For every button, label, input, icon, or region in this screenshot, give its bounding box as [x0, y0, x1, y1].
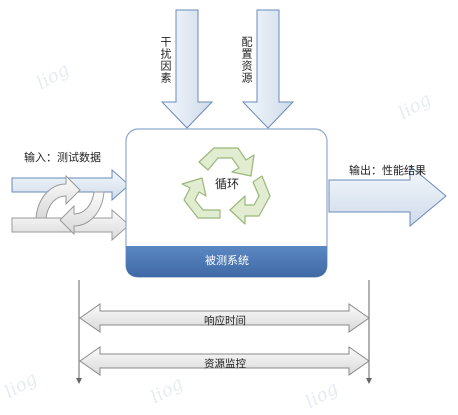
loop-label: 循环	[215, 177, 240, 191]
config-resources-label: 配置资源	[240, 36, 253, 84]
recycle-icon	[181, 147, 271, 225]
system-bar	[126, 246, 327, 277]
exchange-arrow-down	[59, 191, 105, 236]
output-label: 输出：性能结果	[349, 164, 426, 177]
exchange-arrow-up	[35, 174, 81, 219]
input-label: 输入：测试数据	[24, 151, 101, 164]
right-axis-arrowhead	[366, 378, 372, 384]
system-under-test-label: 被测系统	[205, 254, 249, 267]
config-resources-arrow	[241, 9, 295, 129]
left-axis-arrowhead	[76, 378, 82, 384]
resource-monitoring-label: 资源监控	[204, 358, 246, 370]
response-time-arrow	[79, 303, 370, 333]
interference-arrow	[160, 9, 214, 129]
interference-label: 干扰因素	[159, 36, 172, 84]
resource-monitoring-arrow	[79, 346, 370, 376]
response-time-label: 响应时间	[204, 315, 246, 327]
output-arrow	[328, 164, 447, 228]
